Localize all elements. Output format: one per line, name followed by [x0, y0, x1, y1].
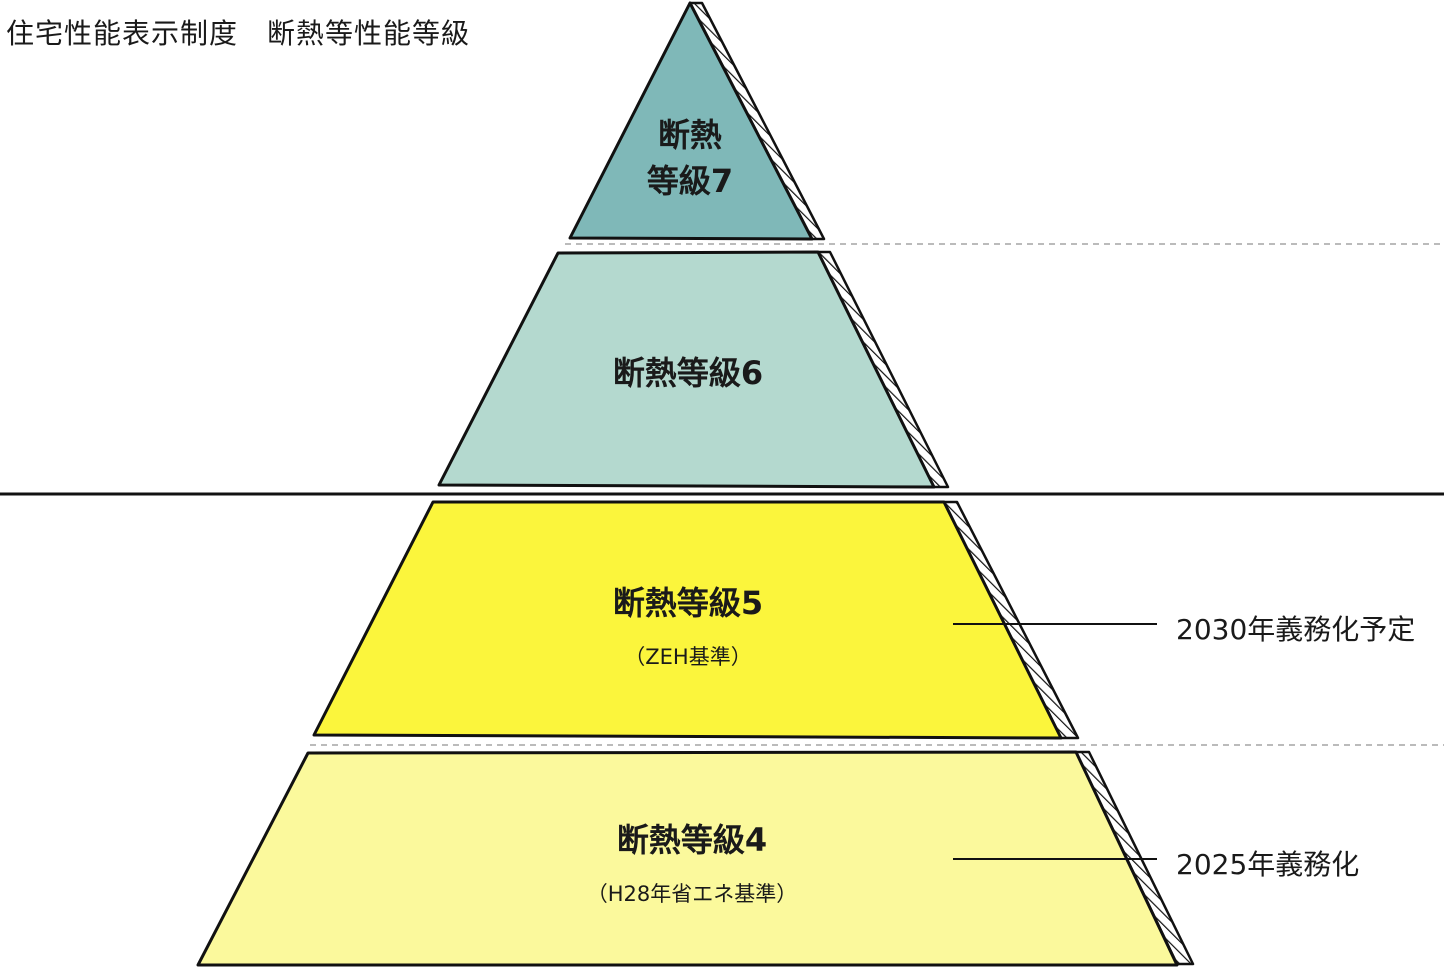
tier-5-label: 断熱等級5 — [612, 584, 764, 622]
level4-mandate-note: 2025年義務化 — [1176, 848, 1360, 881]
tier-7-label-line2: 等級7 — [646, 162, 734, 201]
tier-4-sublabel: （H28年省エネ基準） — [586, 882, 798, 906]
tier-5-shape — [312, 500, 1063, 740]
tier-4-label: 断熱等級4 — [616, 821, 768, 859]
tier-4-shape — [196, 750, 1179, 967]
tier-5-sublabel: （ZEH基準） — [624, 645, 752, 669]
tier-7-shape — [568, 1, 814, 241]
tier-6-shape — [437, 250, 936, 489]
tier-7-label: 断熱 等級7 — [647, 112, 733, 205]
tier-6-label: 断熱等級6 — [612, 354, 764, 392]
diagram-title: 住宅性能表示制度 断熱等性能等級 — [6, 17, 471, 50]
level5-mandate-note: 2030年義務化予定 — [1176, 613, 1416, 646]
tier-7-label-line1: 断熱 — [657, 116, 722, 154]
